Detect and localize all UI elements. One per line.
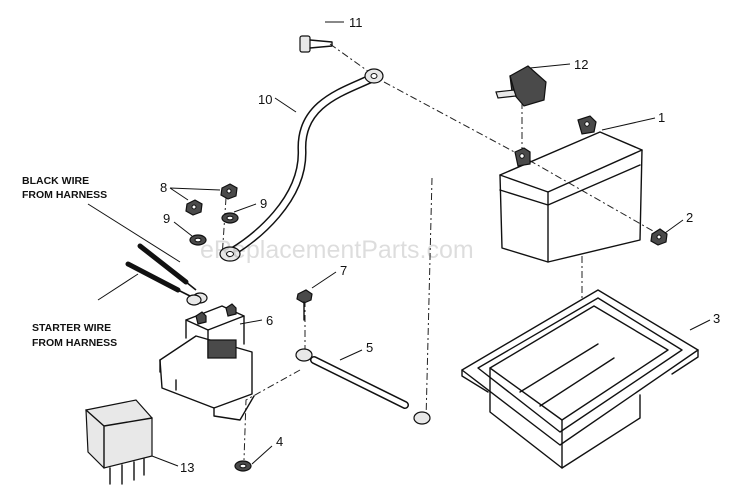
starter-wire-from-harness (125, 261, 202, 306)
black-wire-label-line1: BLACK WIRE (22, 175, 89, 187)
part-13-relay (85, 399, 153, 485)
part-10-battery-cable (219, 68, 384, 262)
part-5-ground-cable (295, 348, 431, 425)
part-12-terminal-boot (495, 65, 547, 107)
leader-lines (87, 21, 711, 467)
part-8-nut-top (220, 183, 238, 200)
part-2-nut (650, 228, 668, 246)
part-11-bolt (299, 35, 333, 53)
callout-9-right: 9 (260, 196, 267, 211)
part-7-screw (296, 289, 313, 321)
callout-3: 3 (713, 311, 720, 326)
callout-5: 5 (366, 340, 373, 355)
callout-4: 4 (276, 434, 283, 449)
callout-2: 2 (686, 210, 693, 225)
watermark: eReplacementParts.com (200, 236, 474, 264)
part-9-washer-right (221, 212, 239, 224)
part-9-washer-left (189, 234, 207, 246)
callout-6: 6 (266, 313, 273, 328)
part-3-battery-tray (461, 289, 699, 469)
part-6-starter-solenoid (159, 303, 255, 421)
starter-wire-label-line1: STARTER WIRE (32, 322, 111, 334)
black-wire-label-line2: FROM HARNESS (22, 189, 107, 201)
callout-9-left: 9 (163, 211, 170, 226)
callout-10: 10 (258, 92, 272, 107)
callout-12: 12 (574, 57, 588, 72)
callout-7: 7 (340, 263, 347, 278)
callout-13: 13 (180, 460, 194, 475)
part-1-battery (499, 115, 643, 263)
part-8-nut-left (185, 199, 203, 216)
part-4-nut (234, 460, 252, 472)
callout-1: 1 (658, 110, 665, 125)
callout-8: 8 (160, 180, 167, 195)
starter-wire-label-line2: FROM HARNESS (32, 337, 117, 349)
callout-11: 11 (349, 15, 363, 30)
